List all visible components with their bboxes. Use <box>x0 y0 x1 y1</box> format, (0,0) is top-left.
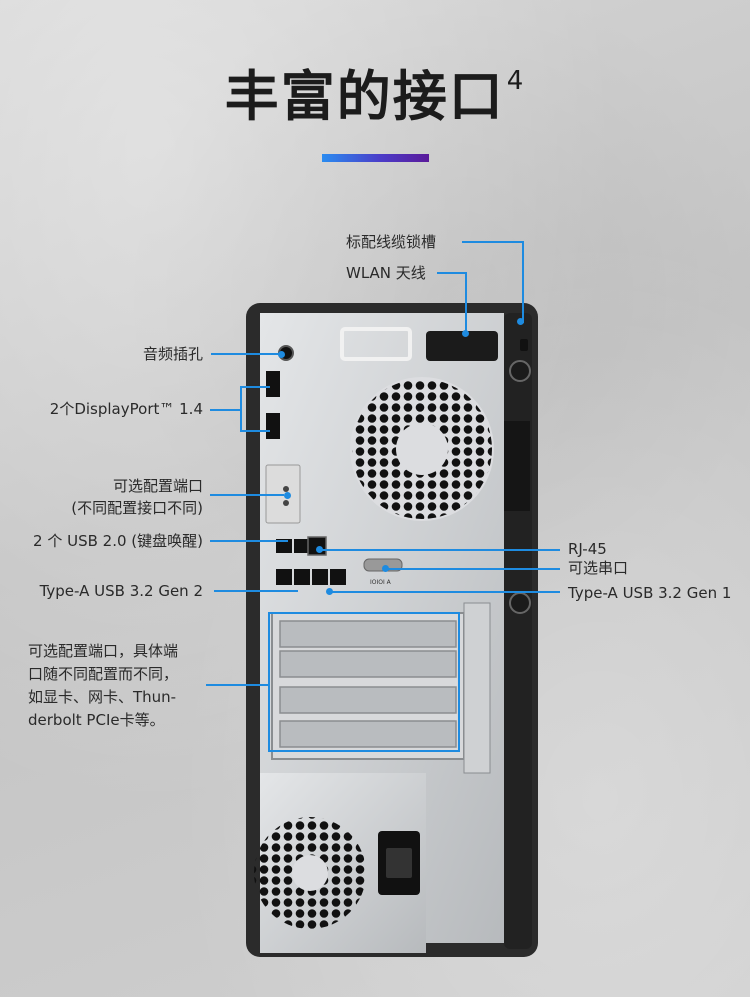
label-wlan-antenna: WLAN 天线 <box>346 264 426 282</box>
label-lock-slot: 标配线缆锁槽 <box>346 233 437 251</box>
label-pcie-4: derbolt PCIe卡等。 <box>28 711 165 729</box>
label-optional-port-1: 可选配置端口 <box>112 477 203 495</box>
label-usb2: 2 个 USB 2.0 (键盘唤醒) <box>33 532 203 550</box>
lock-slot-icon <box>520 339 528 351</box>
serial-marking: IOIOI A <box>370 579 392 586</box>
label-pcie-1: 可选配置端口，具体端 <box>28 642 179 660</box>
label-pcie-2: 口随不同配置而不同， <box>28 665 179 683</box>
displayport-2 <box>266 413 280 439</box>
label-rj45: RJ-45 <box>568 540 607 558</box>
displayport-1 <box>266 371 280 397</box>
label-serial: 可选串口 <box>568 559 629 577</box>
page-title: 丰富的接口4 <box>224 65 526 128</box>
label-displayport: 2个DisplayPort™ 1.4 <box>49 400 203 418</box>
label-typea-gen2: Type-A USB 3.2 Gen 2 <box>39 582 203 600</box>
wlan-antenna-port <box>426 331 498 361</box>
label-pcie-3: 如显卡、网卡、Thun- <box>28 688 177 706</box>
label-optional-port-2: (不同配置接口不同) <box>71 499 203 517</box>
title-accent-bar <box>322 154 429 162</box>
label-audio-jack: 音频插孔 <box>142 345 203 363</box>
label-typea-gen1: Type-A USB 3.2 Gen 1 <box>568 584 732 602</box>
footnote-marker: 4 <box>506 66 526 96</box>
pc-rear-chassis: IOIOI A <box>246 303 538 957</box>
